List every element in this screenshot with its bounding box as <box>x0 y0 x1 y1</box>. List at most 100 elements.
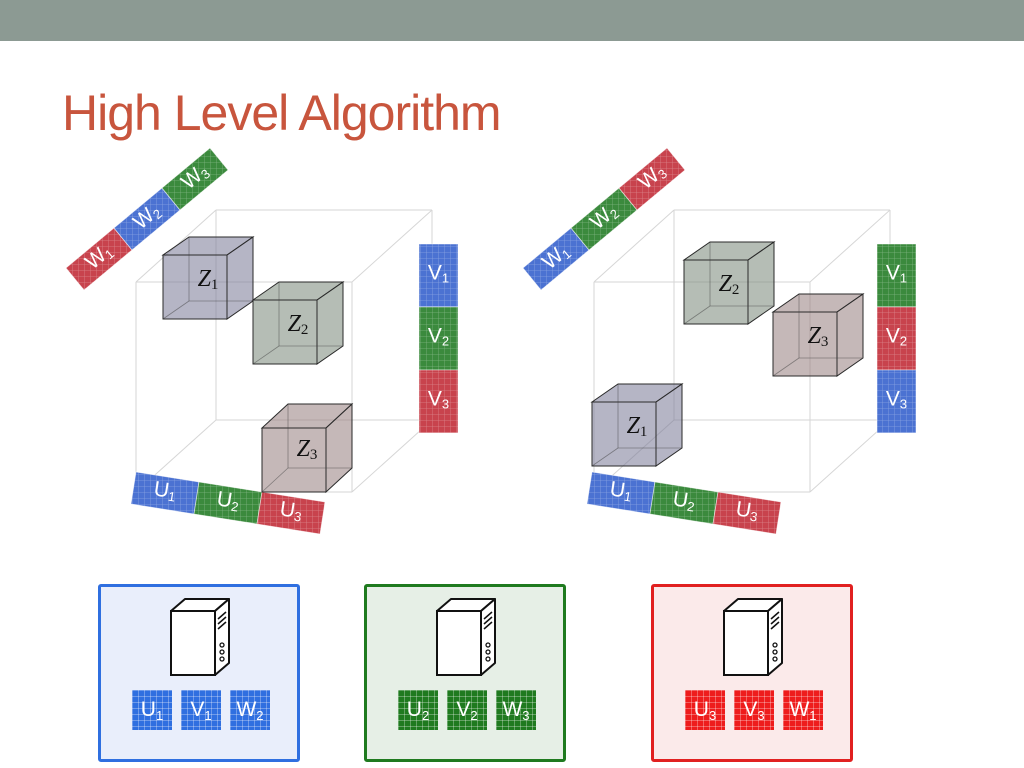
block-letter: V <box>190 698 205 721</box>
cube-z3-front <box>261 427 327 493</box>
block-index: 1 <box>809 708 817 723</box>
cube-z1: Z1 <box>590 383 684 467</box>
block-w3: W3 <box>496 690 536 730</box>
box-edge <box>593 209 675 283</box>
v-strip-block-v3-label: V3 <box>886 387 907 412</box>
v-strip-block-v2: V2 <box>418 306 459 371</box>
block-letter: V <box>743 698 758 721</box>
u-strip-block-u3: U3 <box>712 491 782 535</box>
v-strip-block-v1-label: V1 <box>428 261 449 286</box>
v-strip-block-v3: V3 <box>418 369 459 434</box>
slide-title: High Level Algorithm <box>62 85 502 141</box>
block-index: 3 <box>522 708 530 723</box>
w-strip-block-w1-grid <box>66 228 132 290</box>
v-strip-block-v1-label: V1 <box>886 261 907 286</box>
block-letter: W <box>789 698 810 721</box>
cube-z3-label: Z3 <box>297 436 318 464</box>
cube-z2: Z2 <box>251 281 345 365</box>
v-strip-block-v2-label: V2 <box>428 324 449 349</box>
u-strip-block-u2-label: U2 <box>215 487 241 515</box>
w-strip-block-w2-grid <box>571 188 637 250</box>
w-strip-block-w3-grid <box>619 148 685 210</box>
u-strip-block-u2-grid <box>650 482 718 524</box>
block-v3: V3 <box>734 690 774 730</box>
cube-z3-label: Z3 <box>808 323 829 351</box>
block-u1: U1 <box>132 690 172 730</box>
u-strip-block-u3-label: U3 <box>734 497 760 525</box>
block-index: 2 <box>470 708 478 723</box>
v-strip-block-v1: V1 <box>418 243 459 308</box>
block-letter: W <box>236 698 257 721</box>
block-letter: U <box>140 698 156 721</box>
w-strip-block-w3: W3 <box>618 147 686 211</box>
block-letter: U <box>406 698 422 721</box>
cube-hidden-edge <box>162 300 190 320</box>
u-strip-block-u2: U2 <box>649 481 719 525</box>
cube-hidden-edge <box>261 467 289 493</box>
cube-z1-front <box>162 254 228 320</box>
u-strip-block-u1-grid <box>587 472 655 514</box>
cube-z1-label: Z1 <box>627 413 648 441</box>
server-icon <box>433 595 501 682</box>
block-index: 1 <box>204 708 212 723</box>
u-strip-block-u1: U1 <box>586 471 656 515</box>
u-strip-block-u2-label: U2 <box>671 487 697 515</box>
v-strip-block-v1-grid <box>419 244 458 307</box>
v-strip-block-v1: V1 <box>876 243 917 308</box>
block-index: 2 <box>421 708 430 723</box>
cube-hidden-edge <box>252 345 280 365</box>
u-strip-block-u3-grid <box>713 492 781 534</box>
block-u3: U3 <box>685 690 725 730</box>
server-icon <box>167 595 235 682</box>
cube-z2: Z2 <box>682 241 776 325</box>
u-strip-block-u1-grid <box>131 472 199 514</box>
block-letter: V <box>456 698 471 721</box>
block-v1: V1 <box>181 690 221 730</box>
block-index: 3 <box>708 708 717 723</box>
v-strip-block-v3-grid <box>419 370 458 433</box>
w-strip-block-w1-grid <box>523 228 589 290</box>
v-strip-block-v2-grid <box>877 307 916 370</box>
cube-z2-label: Z2 <box>288 311 309 339</box>
server-icon <box>720 595 788 682</box>
block-w2: W2 <box>230 690 270 730</box>
w-strip-block-w3-grid <box>162 148 228 210</box>
u-strip-block-u1-label: U1 <box>152 477 178 505</box>
block-index: 2 <box>256 708 264 723</box>
cube-z3: Z3 <box>771 293 865 377</box>
cube-hidden-edge <box>772 357 800 377</box>
cube-z1: Z1 <box>161 236 255 320</box>
cube-z2-label: Z2 <box>719 271 740 299</box>
v-strip-block-v2: V2 <box>876 306 917 371</box>
w-strip-block-w3: W3 <box>161 147 229 211</box>
block-letter: W <box>502 698 523 721</box>
u-strip-block-u3: U3 <box>256 491 326 535</box>
u-strip-block-u2: U2 <box>193 481 263 525</box>
v-strip-block-v1-grid <box>877 244 916 307</box>
cube-z3: Z3 <box>260 402 354 494</box>
v-strip-block-v3-label: V3 <box>428 387 449 412</box>
top-bar <box>0 0 1024 41</box>
v-strip-block-v3: V3 <box>876 369 917 434</box>
v-strip-block-v2-label: V2 <box>886 324 907 349</box>
v-strip-block-v2-grid <box>419 307 458 370</box>
cube-z1-front <box>591 401 657 467</box>
cube-z3-front <box>772 311 838 377</box>
box-edge <box>351 209 433 283</box>
u-strip-block-u1: U1 <box>130 471 200 515</box>
block-w1: W1 <box>783 690 823 730</box>
box-edge <box>809 209 891 283</box>
w-strip-block-w1: W1 <box>65 227 133 291</box>
block-letter: U <box>693 698 709 721</box>
u-strip-block-u3-label: U3 <box>278 497 304 525</box>
block-index: 3 <box>757 708 765 723</box>
cube-hidden-edge <box>591 447 619 467</box>
cube-hidden-edge <box>683 305 711 325</box>
